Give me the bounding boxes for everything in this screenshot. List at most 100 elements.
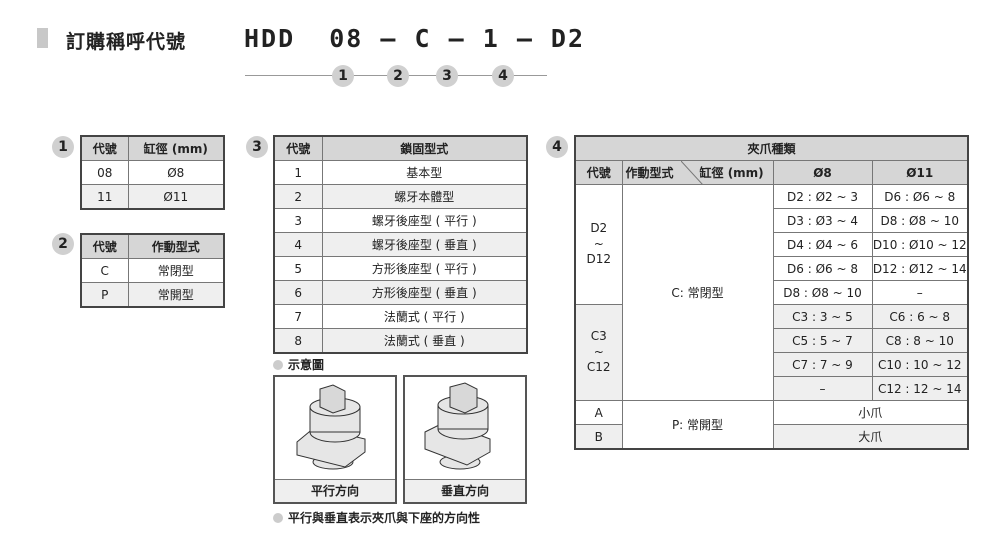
model-code: HDD 08 – C – 1 – D2 <box>244 24 586 53</box>
cell: C7 : 7 ~ 9 <box>772 352 873 377</box>
title-marker <box>37 28 48 48</box>
table-row: –C12 : 12 ~ 14 <box>575 376 969 401</box>
large-jaw: 大爪 <box>772 424 969 450</box>
parallel-label: 平行方向 <box>275 479 395 502</box>
normally-closed-cell: C: 常閉型 <box>621 184 774 401</box>
cell: 08 <box>80 160 129 185</box>
diagram-note: 平行與垂直表示夾爪與下座的方向性 <box>273 509 480 526</box>
bullet-icon <box>273 513 283 523</box>
header-action: 作動型式 <box>127 233 225 259</box>
cell: C6 : 6 ~ 8 <box>871 304 969 329</box>
gripper-vertical-image <box>424 382 491 470</box>
cell: D3 : Ø3 ~ 4 <box>772 208 873 233</box>
cell: Ø8 <box>127 160 225 185</box>
cell: 常開型 <box>127 282 225 308</box>
marker-4: 4 <box>492 65 514 87</box>
c-code-cell: C3 ~ C12 <box>574 304 623 401</box>
cell: 基本型 <box>321 160 528 185</box>
cell: 常閉型 <box>127 258 225 283</box>
cell: 8 <box>273 328 323 354</box>
marker-1: 1 <box>332 65 354 87</box>
cell: 法蘭式 ( 垂直 ) <box>321 328 528 354</box>
gripper-parallel-image <box>296 384 366 470</box>
cell: 6 <box>273 280 323 305</box>
cell: D4 : Ø4 ~ 6 <box>772 232 873 257</box>
vertical-label: 垂直方向 <box>405 479 525 502</box>
cell: 11 <box>80 184 129 210</box>
cell: C8 : 8 ~ 10 <box>871 328 969 353</box>
code-a: A <box>574 400 623 425</box>
table-row: B 大爪 <box>574 424 969 450</box>
diagram-caption: 示意圖 <box>273 356 324 373</box>
cell: 1 <box>273 160 323 185</box>
vertical-diagram: 垂直方向 <box>403 375 527 504</box>
table4-number: 4 <box>546 136 568 158</box>
cell: 螺牙本體型 <box>321 184 528 209</box>
normally-open-cell: P: 常開型 <box>621 400 774 450</box>
cell: 螺牙後座型 ( 平行 ) <box>321 208 528 233</box>
cell: D8 : Ø8 ~ 10 <box>772 280 873 305</box>
cell: D10 : Ø10 ~ 12 <box>871 232 969 257</box>
code-b: B <box>574 424 623 450</box>
header-bore-11: Ø11 <box>871 160 969 185</box>
jaw-title: 夾爪種類 <box>574 135 969 161</box>
cell: 法蘭式 ( 平行 ) <box>321 304 528 329</box>
parallel-diagram: 平行方向 <box>273 375 397 504</box>
cell: 5 <box>273 256 323 281</box>
cell: C12 : 12 ~ 14 <box>871 376 969 401</box>
small-jaw: 小爪 <box>772 400 969 425</box>
header-code: 代號 <box>273 135 323 161</box>
table1-number: 1 <box>52 136 74 158</box>
header-mount: 鎖固型式 <box>321 135 528 161</box>
d-code-cell: D2 ~ D12 <box>574 184 623 305</box>
header-bore: 缸徑 (mm) <box>127 135 225 161</box>
cell: D6 : Ø6 ~ 8 <box>772 256 873 281</box>
header-bore: 缸徑 (mm) <box>699 166 764 180</box>
cell: C <box>80 258 129 283</box>
cell: 方形後座型 ( 垂直 ) <box>321 280 528 305</box>
marker-2: 2 <box>387 65 409 87</box>
header-bore-8: Ø8 <box>772 160 873 185</box>
header-code: 代號 <box>80 135 129 161</box>
cell: 方形後座型 ( 平行 ) <box>321 256 528 281</box>
cell: 螺牙後座型 ( 垂直 ) <box>321 232 528 257</box>
cell: 7 <box>273 304 323 329</box>
table3-number: 3 <box>246 136 268 158</box>
cell: – <box>772 376 873 401</box>
cell: D12 : Ø12 ~ 14 <box>871 256 969 281</box>
cell: P <box>80 282 129 308</box>
cell: 2 <box>273 184 323 209</box>
note-text: 平行與垂直表示夾爪與下座的方向性 <box>288 511 481 525</box>
cell: 4 <box>273 232 323 257</box>
cell: D6 : Ø6 ~ 8 <box>871 184 969 209</box>
header-code: 代號 <box>80 233 129 259</box>
table-row: D8 : Ø8 ~ 10– <box>575 280 969 305</box>
header-code: 代號 <box>574 160 623 185</box>
cell: D8 : Ø8 ~ 10 <box>871 208 969 233</box>
marker-3: 3 <box>436 65 458 87</box>
cell: 3 <box>273 208 323 233</box>
table2-number: 2 <box>52 233 74 255</box>
cell: C5 : 5 ~ 7 <box>772 328 873 353</box>
cell: C10 : 10 ~ 12 <box>871 352 969 377</box>
cell: – <box>871 280 969 305</box>
page-title: 訂購稱呼代號 <box>66 31 187 53</box>
